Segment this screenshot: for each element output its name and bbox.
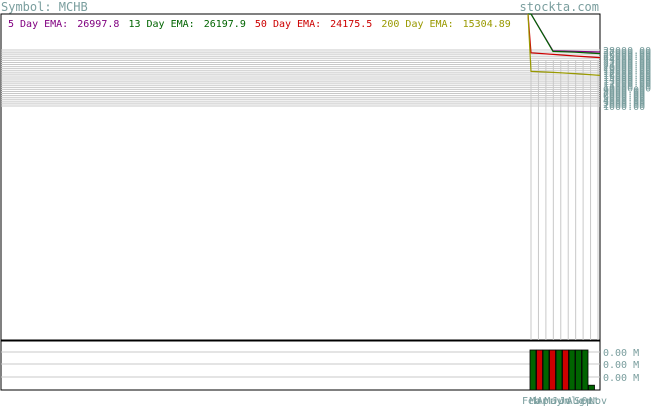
x-tick-label: Jun	[552, 396, 570, 406]
price-tick-label: 7000.00	[603, 90, 645, 101]
x-tick-label: Feb	[522, 396, 540, 406]
x-tick-label: Aug	[567, 396, 585, 406]
price-tick-label: 11000.00	[603, 81, 651, 92]
x-tick-label: Nov	[589, 396, 607, 406]
volume-bar	[536, 349, 543, 391]
volume-bar	[575, 349, 582, 391]
x-tick-label: Jul	[559, 396, 577, 406]
x-tick-label: May	[544, 396, 562, 406]
x-tick-label: Oct	[582, 396, 600, 406]
price-tick-label: 28000.00	[603, 46, 651, 57]
volume-bar	[568, 349, 576, 391]
symbol-label: Symbol: MCHB	[1, 0, 88, 14]
price-gridlines	[1, 49, 600, 390]
price-tick-label: 13000.00	[603, 77, 651, 88]
price-tick-label: 3000.00	[603, 98, 645, 109]
volume-panel-frame	[0, 340, 601, 391]
price-tick-label: 9000.00	[603, 85, 645, 96]
volume-bar	[562, 349, 569, 391]
volume-tick-label: 0.00 M	[603, 360, 639, 371]
price-tick-label: 17000.00	[603, 69, 651, 80]
price-tick-label: 20000.00	[603, 63, 651, 74]
volume-bar	[542, 349, 550, 391]
price-tick-label: 8000.00	[603, 87, 645, 98]
volume-tick-label: 0.00 M	[603, 373, 639, 384]
volume-gridlines	[1, 351, 600, 378]
legend-200-label: 200 Day EMA:	[381, 19, 453, 30]
ema-lines	[527, 13, 601, 76]
volume-bar	[588, 384, 595, 391]
x-tick-label: Mar	[529, 396, 547, 406]
brand-label: stockta.com	[520, 0, 599, 14]
price-tick-label: 5000.00	[603, 94, 645, 105]
price-tick-label: 21000.00	[603, 61, 651, 72]
price-tick-label: 1000.00	[603, 102, 645, 113]
ema-line	[528, 13, 601, 55]
price-tick-label: 14000.00	[603, 75, 651, 86]
ema-line	[527, 13, 601, 76]
price-tick-label: 2000.00	[603, 100, 645, 111]
price-tick-label: 25000.00	[603, 52, 651, 63]
price-tick-label: 23000.00	[603, 56, 651, 67]
price-tick-label: 10000.00	[603, 83, 651, 94]
legend-5-label: 5 Day EMA:	[8, 19, 68, 30]
ema-legend: 5 Day EMA: 26997.8 13 Day EMA: 26197.9 5…	[8, 19, 511, 30]
volume-bars	[529, 349, 595, 391]
volume-tick-label: 0.00 M	[603, 348, 639, 359]
legend-5-value: 26997.8	[77, 19, 119, 30]
price-tick-label: 24000.00	[603, 54, 651, 65]
legend-13-value: 26197.9	[204, 19, 246, 30]
ema-line	[527, 13, 601, 59]
price-tick-label: 15000.00	[603, 73, 651, 84]
legend-50-value: 24175.5	[330, 19, 372, 30]
price-tick-label: 26000.00	[603, 50, 651, 61]
legend-200-value: 15304.89	[463, 19, 511, 30]
x-tick-label: Sep	[574, 396, 592, 406]
price-tick-label: 19000.00	[603, 65, 651, 76]
price-tick-label: 4000.00	[603, 96, 645, 107]
volume-bar	[581, 349, 589, 391]
volume-bar	[555, 349, 563, 391]
price-axis-ticks: 1000.002000.003000.004000.005000.006000.…	[603, 46, 651, 113]
volume-axis-ticks: 0.00 M0.00 M0.00 M	[603, 348, 639, 384]
x-tick-label: Apr	[537, 396, 555, 406]
price-tick-label: 27000.00	[603, 48, 651, 59]
price-tick-label: 22000.00	[603, 58, 651, 69]
price-tick-label: 18000.00	[603, 67, 651, 78]
legend-50-label: 50 Day EMA:	[255, 19, 321, 30]
price-tick-label: 12000.00	[603, 79, 651, 90]
legend-13-label: 13 Day EMA:	[128, 19, 194, 30]
price-tick-label: 16000.00	[603, 71, 651, 82]
volume-bar	[529, 349, 537, 391]
volume-bar	[549, 349, 556, 391]
price-tick-label: 6000.00	[603, 92, 645, 103]
